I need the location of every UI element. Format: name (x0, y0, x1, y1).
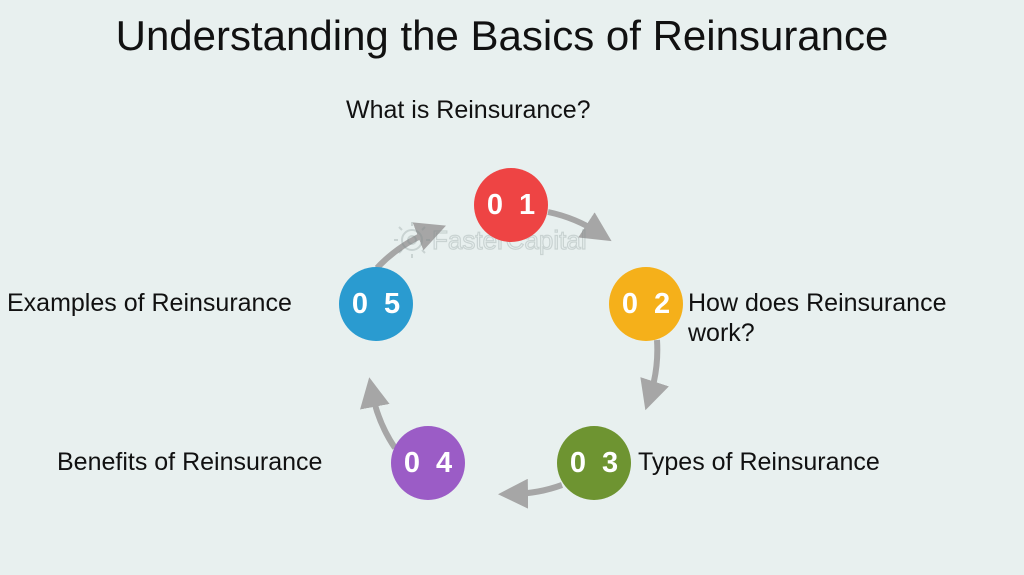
step-02-circle: 0 2 (609, 267, 683, 341)
step-02-label: How does Reinsurance work? (688, 289, 947, 347)
step-04-circle: 0 4 (391, 426, 465, 500)
arrow-02-to-03 (640, 339, 669, 411)
step-03-circle: 0 3 (557, 426, 631, 500)
step-01-circle: 0 1 (474, 168, 548, 242)
arrow-05-to-01 (374, 222, 446, 271)
page-title: Understanding the Basics of Reinsurance (115, 12, 889, 59)
step-04-label: Benefits of Reinsurance (57, 448, 323, 476)
arrow-01-to-02 (547, 209, 612, 242)
step-05-label: Examples of Reinsurance (7, 289, 292, 317)
arrow-04-to-05 (360, 377, 398, 450)
arrow-03-to-04 (498, 478, 564, 509)
step-03-label: Types of Reinsurance (638, 448, 880, 476)
step-05-circle: 0 5 (339, 267, 413, 341)
step-01-label: What is Reinsurance? (346, 96, 591, 124)
gear-icon (394, 222, 430, 258)
